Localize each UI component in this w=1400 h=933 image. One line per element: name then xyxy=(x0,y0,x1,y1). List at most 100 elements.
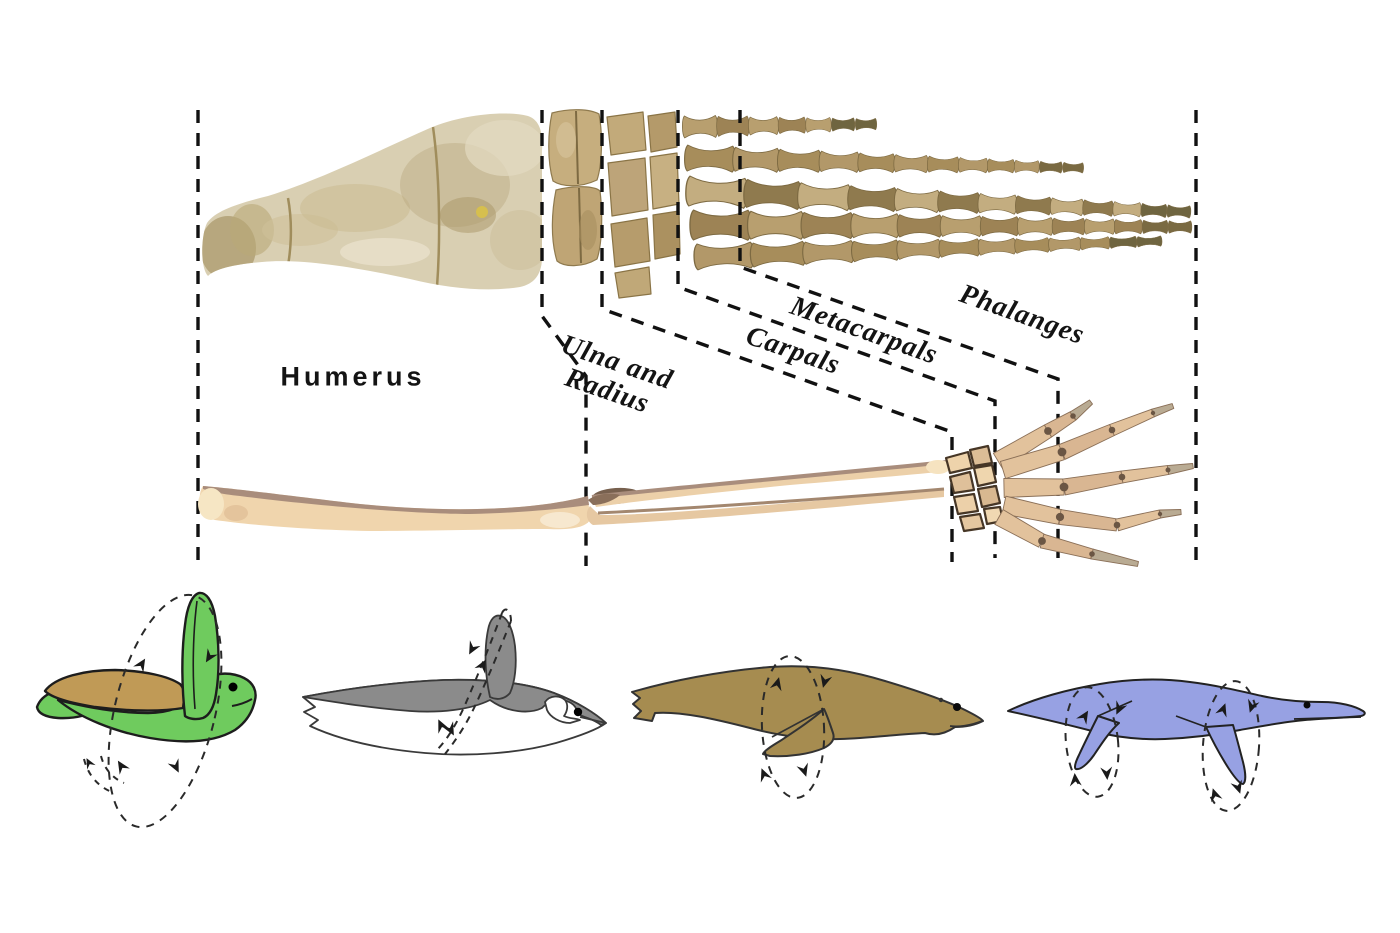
flipper-phalanx-bone xyxy=(1048,236,1082,252)
penguin-cheek xyxy=(544,695,581,724)
flipper-phalanx-bone xyxy=(854,117,878,131)
flipper-phalanx-bone xyxy=(926,155,960,174)
sea-lion-motion-path xyxy=(760,655,826,799)
flipper-phalanx-bone xyxy=(692,241,756,271)
penguin-back xyxy=(302,678,607,726)
finger-bone-segment xyxy=(1115,509,1162,532)
flipper-phalanx-bone xyxy=(689,209,753,241)
finger-joint xyxy=(1059,482,1069,492)
boundary-metacarpal-end xyxy=(738,110,1060,558)
flipper-phalanx-bone xyxy=(936,190,981,215)
segment-boundary-lines xyxy=(196,110,1198,566)
plesiosaur-rear-flipper xyxy=(1205,724,1247,785)
flipper-phalanx-bone xyxy=(1166,204,1192,219)
boundary-carpal-end xyxy=(676,110,997,558)
finger-bone-segment xyxy=(1003,478,1065,498)
flipper-humerus-bone xyxy=(202,113,543,290)
finger-bone-segment xyxy=(1166,463,1194,475)
flipper-skeleton xyxy=(202,109,1193,299)
flipper-phalanx-bone xyxy=(805,117,832,133)
finger-bone-segment xyxy=(1058,509,1119,532)
flipper-phalanx-bone xyxy=(716,115,750,137)
flipper-phalanx-bone xyxy=(846,185,898,213)
finger-bone-segment xyxy=(1109,408,1155,436)
plesiosaur-eye xyxy=(1303,701,1311,709)
arm-humerus-bone xyxy=(198,486,590,531)
sea-lion-flipper xyxy=(762,708,835,758)
turtle-raised-flipper xyxy=(181,591,220,721)
finger-joint xyxy=(1044,427,1052,435)
sea-lion-figure xyxy=(631,665,984,758)
sea-lion-mouth xyxy=(949,720,983,728)
finger-joint xyxy=(1070,413,1076,419)
flipper-phalanx-bone xyxy=(1109,235,1138,249)
flipper-phalanx-bone xyxy=(977,193,1018,215)
finger-joint xyxy=(1038,537,1046,545)
finger-joint xyxy=(1089,551,1095,557)
finger-joint xyxy=(1055,512,1065,522)
arm-radius-bone xyxy=(591,460,950,507)
finger-joint xyxy=(1165,467,1171,473)
flipper-phalanx-bone xyxy=(938,238,981,258)
plesiosaur-motion-path xyxy=(1064,680,1261,812)
flipper-phalanx-bone xyxy=(896,238,942,260)
turtle-motion-path xyxy=(83,593,223,829)
flipper-phalanx-bone xyxy=(776,148,822,173)
flipper-phalanx-bone xyxy=(986,158,1015,174)
flipper-phalanx-bone xyxy=(939,215,983,238)
flipper-phalanx-bone xyxy=(748,116,779,136)
finger-bone-segment xyxy=(1120,465,1170,484)
flipper-phalanx-bone xyxy=(1051,217,1086,236)
boundary-ulna-end xyxy=(600,110,954,562)
flipper-phalanx-bone xyxy=(1014,195,1053,216)
finger-bone-segment xyxy=(1058,424,1115,460)
flipper-phalanx-bone xyxy=(1141,219,1169,234)
plesiosaur-mouth xyxy=(1293,716,1362,720)
flipper-phalanx-bone xyxy=(681,115,719,139)
flipper-ulna-radius-bones xyxy=(548,109,603,267)
sea-lion-eye xyxy=(953,703,961,711)
flipper-phalanx-bone xyxy=(1082,199,1114,217)
finger-joint xyxy=(1113,521,1121,529)
sea-lion-ear xyxy=(938,697,944,703)
flipper-phalanx-bone xyxy=(831,117,856,132)
finger-bone-segment xyxy=(994,509,1046,548)
finger-joint xyxy=(1150,410,1156,416)
flipper-phalanx-bone xyxy=(893,154,929,174)
flipper-phalanx-bone xyxy=(850,213,901,239)
flipper-phalanx-bone xyxy=(957,157,989,174)
flipper-phalanx-bone xyxy=(1062,161,1085,174)
flipper-phalanx-bone xyxy=(683,144,737,173)
penguin-eye xyxy=(573,707,583,717)
finger-bone-segment xyxy=(999,443,1065,480)
flipper-phalanx-bone xyxy=(818,150,861,173)
finger-joint xyxy=(1057,447,1067,457)
finger-joint xyxy=(1157,511,1163,517)
flipper-phalanx-bone xyxy=(746,210,806,240)
flipper-phalanx-bone xyxy=(857,152,896,174)
flipper-phalanx-bone xyxy=(979,216,1020,237)
flipper-phalanx-bone xyxy=(801,239,856,265)
sea-turtle-figure xyxy=(35,591,257,743)
flipper-phalange-rows xyxy=(681,115,1193,271)
flipper-phalanx-bone xyxy=(1084,218,1116,235)
finger-bone-segment xyxy=(1039,533,1094,560)
flipper-phalanx-bone xyxy=(1017,216,1054,236)
boundary-humerus-end xyxy=(540,110,588,566)
flipper-phalanx-bone xyxy=(1038,160,1063,174)
penguin-figure xyxy=(302,614,607,756)
finger-joint xyxy=(1108,426,1116,434)
flipper-phalanx-bone xyxy=(1113,219,1143,235)
penguin-motion-path xyxy=(435,608,512,755)
flipper-phalanx-bone xyxy=(1167,220,1193,234)
flipper-phalanx-bone xyxy=(977,237,1017,256)
flipper-phalanx-bone xyxy=(1140,202,1168,219)
flipper-phalanx-bone xyxy=(1013,159,1040,174)
plesiosaur-front-flipper xyxy=(1074,715,1120,771)
flipper-phalanx-bone xyxy=(796,182,852,212)
penguin-flipper xyxy=(484,614,517,700)
plesiosaur-figure xyxy=(1007,678,1366,785)
flipper-phalanx-bone xyxy=(850,239,901,263)
